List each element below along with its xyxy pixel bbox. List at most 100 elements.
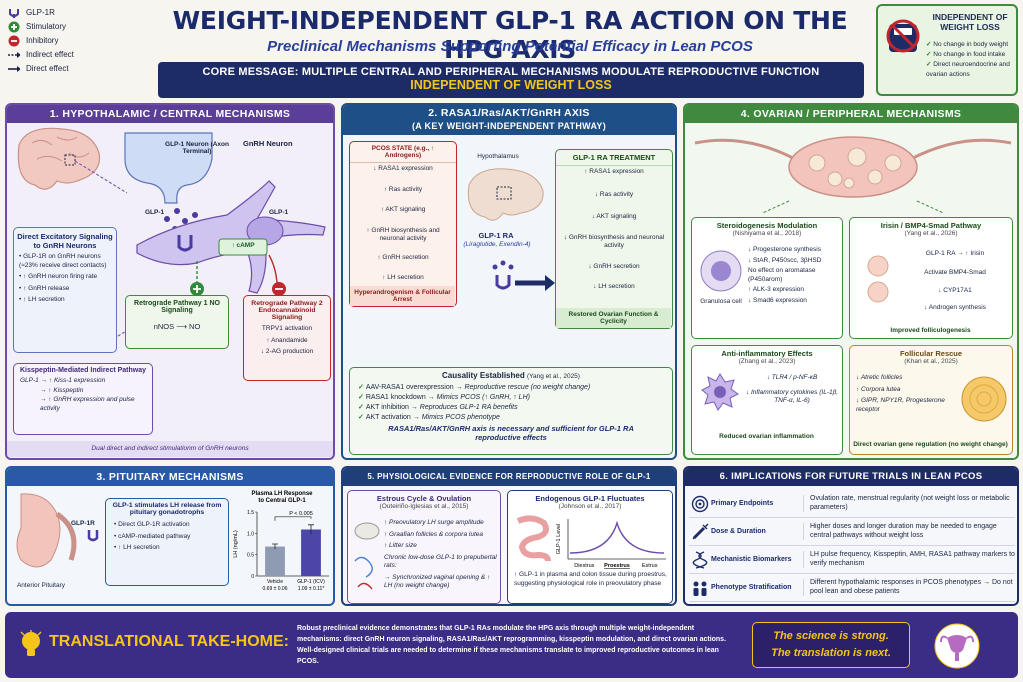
camp-box <box>218 238 268 256</box>
takehome-text: Robust preclinical evidence demonstrates… <box>297 623 737 667</box>
causality-effect: Reproductive rescue (no weight change) <box>464 384 591 391</box>
implications-table: Primary Endpoints Ovulation rate, menstr… <box>689 490 1015 602</box>
granulosa-label: Granulosa cell <box>700 298 742 305</box>
plus-icon <box>8 21 20 33</box>
causality-ref: (Yang et al., 2025) <box>526 373 580 380</box>
pcos-item: ↑ AKT signaling <box>380 206 426 213</box>
rescue-item: ↑ Corpora lutea <box>856 385 901 393</box>
row-label: Dose & Duration <box>711 528 766 535</box>
takehome-callout-1: The science is strong. <box>773 630 889 642</box>
irisin-item: ↓ Androgen synthesis <box>924 303 986 311</box>
anti-list: ↓ TLR4 / p-NF-κB ↓ Inflammatory cytokine… <box>744 374 840 409</box>
direct-item: ↑ GnRH release <box>19 285 111 294</box>
panel-physiological: 5. PHYSIOLOGICAL EVIDENCE FOR REPRODUCTI… <box>341 466 677 606</box>
table-row: Primary Endpoints Ovulation rate, menstr… <box>689 490 1015 518</box>
y-tick-label: 0.5 <box>247 553 254 559</box>
irisin-item: Activate BMP4-Smad <box>924 268 986 276</box>
steroid-item: No effect on aromatase (P450arom) <box>748 267 816 283</box>
causality-title: Causality Established <box>442 371 525 380</box>
pituitary-label: Anterior Pituitary <box>16 582 66 589</box>
estrous-title: Estrous Cycle & Ovulation <box>376 494 472 503</box>
kiss-item: → ↑ GnRH expression and pulse activity <box>40 396 135 412</box>
estrous-list: ↑ Preovulatory LH surge amplitude ↑ Graa… <box>384 519 498 594</box>
macrophage-icon <box>701 373 739 411</box>
causality-cause: AKT activation <box>365 414 411 421</box>
independent-item: No change in body weight <box>926 40 1010 50</box>
retro2-item: ↓ 2-AG production <box>260 348 314 355</box>
causality-effect: Reproduces GLP-1 RA benefits <box>419 404 518 411</box>
direct-item: ↑ GnRH neuron firing rate <box>19 273 111 282</box>
scale-crossed-icon <box>886 19 920 53</box>
p2-subtitle: (A KEY WEIGHT-INDEPENDENT PATHWAY) <box>411 121 607 131</box>
causality-item: ✓ RASA1 knockdown → Mimics PCOS (↑ GnRH,… <box>358 394 530 401</box>
pituitary-box: GLP-1 stimulates LH release from pituita… <box>105 498 229 586</box>
takehome-callout: The science is strong. The translation i… <box>752 622 910 668</box>
glp1-label: GLP-1 <box>145 209 165 216</box>
glp1ra-receptor-icon <box>495 275 511 290</box>
steroid-item: ↑ ALK-3 expression <box>748 286 805 293</box>
panel-title: 1. HYPOTHALAMIC / CENTRAL MECHANISMS <box>7 105 333 123</box>
people-icon <box>689 579 711 597</box>
data-label: 1.09 ± 0.11* <box>298 586 325 592</box>
bar <box>265 546 285 576</box>
rat-icon <box>354 522 380 590</box>
row-text: Ovulation rate, menstrual regularity (no… <box>803 495 1015 512</box>
annotation: P < 0.005 <box>289 511 313 517</box>
legend: GLP-1R Stimulatory Inhibitory Indirect e… <box>8 6 148 76</box>
panel-ovarian: 4. OVARIAN / PERIPHERAL MECHANISMS Stero… <box>683 103 1019 460</box>
page-title: WEIGHT-INDEPENDENT GLP-1 RA ACTION ON TH… <box>172 6 848 64</box>
steroid-title: Steroidogenesis Modulation <box>716 221 818 230</box>
panel-rasa1-axis: 2. RASA1/Ras/AKT/GnRH AXIS (A KEY WEIGHT… <box>341 103 677 460</box>
table-row: Dose & Duration Higher doses and longer … <box>689 518 1015 546</box>
retrograde-pathway-2-box: Retrograde Pathway 2 Endocannabinoid Sig… <box>243 295 331 381</box>
pcos-footer: Hyperandrogenism & Follicular Arrest <box>350 286 455 306</box>
follicular-rescue-box: Follicular Rescue (Khan et al., 2025) ↓ … <box>849 345 1013 455</box>
treat-item: ↓ Ras activity <box>594 190 634 198</box>
causality-header: Causality Established (Yang et al., 2025… <box>350 368 672 383</box>
pit-item: cAMP-mediated pathway <box>114 533 220 542</box>
glp1r-label: GLP-1R <box>71 520 95 527</box>
treat-item: ↓ LH secretion <box>593 283 635 290</box>
irisin-box: Irisin / BMP4-Smad Pathway (Yang et al.,… <box>849 217 1013 339</box>
pit-box-title: GLP-1 stimulates LH release from pituita… <box>112 502 222 516</box>
pcos-item: ↑ LH secretion <box>382 274 424 281</box>
rescue-title: Follicular Rescue <box>899 349 963 358</box>
receptor-icon <box>8 8 20 18</box>
uterus-icon <box>934 623 980 669</box>
hypothalamus-label: Hypothalamus <box>477 153 519 160</box>
bar <box>301 529 321 576</box>
panel-title: 2. RASA1/Ras/AKT/GnRH AXIS (A KEY WEIGHT… <box>343 105 675 135</box>
anti-inflammatory-box: Anti-inflammatory Effects (Zhang et al.,… <box>691 345 843 455</box>
hypothalamic-illustration <box>17 127 326 353</box>
independent-item: No change in food intake <box>926 50 1010 60</box>
anti-item: ↓ TLR4 / p-NF-κB <box>766 374 818 381</box>
dashed-arrow-icon <box>8 50 20 60</box>
retro2-title: Retrograde Pathway 2 Endocannabinoid Sig… <box>251 300 323 321</box>
pit-list: Direct GLP-1R activation cAMP-mediated p… <box>106 519 228 558</box>
causality-footer: RASA1/Ras/AKT/GnRH axis is necessary and… <box>388 424 634 442</box>
minus-icon <box>8 35 20 47</box>
corpus-luteum-icon <box>961 376 1007 422</box>
independent-title: INDEPENDENT OF WEIGHT LOSS <box>932 12 1008 32</box>
y-tick-label: 0 <box>251 574 254 580</box>
steroidogenesis-box: Steroidogenesis Modulation (Nishiyama et… <box>691 217 843 339</box>
gnrh-neuron <box>136 180 326 294</box>
glp1ra-label: GLP-1 RA <box>478 231 514 240</box>
treat-title: GLP-1 RA TREATMENT <box>556 150 672 166</box>
retrograde-pathway-1-box: Retrograde Pathway 1 NO Signaling nNOS ⟶… <box>125 295 229 349</box>
steroid-ref: (Nishiyama et al., 2018) <box>732 230 802 237</box>
pcos-list: ↓ RASA1 expression ↑ Ras activity ↑ AKT … <box>350 163 456 288</box>
legend-label: GLP-1R <box>26 8 55 17</box>
row-label: Phenotype Stratification <box>711 584 792 591</box>
retro2-item: ↑ Anandamide <box>266 336 308 344</box>
direct-signaling-box: Direct Excitatory Signaling to GnRH Neur… <box>13 227 117 353</box>
row-text: LH pulse frequency, Kisspeptin, AMH, RAS… <box>803 551 1015 568</box>
treat-list: ↑ RASA1 expression ↓ Ras activity ↓ AKT … <box>556 166 672 297</box>
row-label: Primary Endpoints <box>711 500 774 507</box>
pit-item: ↑ LH secretion <box>114 544 220 553</box>
target-icon <box>689 495 711 513</box>
pituitary-icon <box>16 493 61 568</box>
estrous-item: ↑ Preovulatory LH surge amplitude <box>384 519 484 526</box>
glp1ra-examples: (Liraglutide, Exendin-4) <box>463 241 531 248</box>
